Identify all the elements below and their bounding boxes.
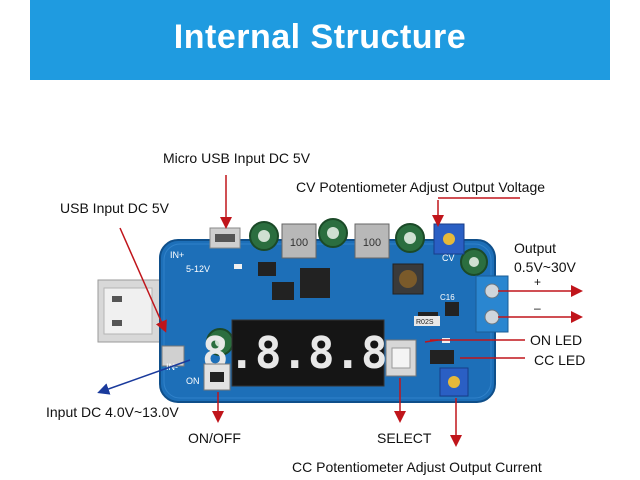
display-digits: 8.8.8.8. [202, 328, 414, 379]
input-arrow [97, 359, 191, 395]
label-input-dc: Input DC 4.0V~13.0V [46, 404, 179, 420]
label-cc-led: CC LED [534, 352, 586, 368]
silkscreen-on: ON [186, 376, 200, 386]
label-select: SELECT [377, 430, 432, 446]
silkscreen-range: 5-12V [186, 264, 210, 274]
coil-label: 100 [363, 237, 381, 249]
label-output: Output [514, 240, 557, 256]
label-cc-pot: CC Potentiometer Adjust Output Current [292, 459, 542, 475]
label-micro-usb: Micro USB Input DC 5V [163, 150, 311, 166]
label-usb-input: USB Input DC 5V [60, 200, 169, 216]
page-title: Internal Structure [173, 18, 467, 56]
label-output-range: 0.5V~30V [514, 259, 576, 275]
silkscreen-c16: C16 [440, 293, 455, 302]
on-led-indicator [234, 264, 242, 269]
cv-silkscreen: CV [442, 253, 455, 263]
resistor-icon [414, 316, 440, 326]
cv-potentiometer [433, 223, 465, 255]
silkscreen-r02s: R02S [416, 319, 434, 326]
label-plus: + [534, 275, 542, 289]
on-off-switch [203, 363, 231, 391]
label-cv-pot: CV Potentiometer Adjust Output Voltage [296, 179, 546, 195]
callout-arrows [119, 175, 583, 447]
silkscreen-in-plus: IN+ [170, 250, 184, 260]
select-button [385, 339, 417, 377]
capacitor-icon [206, 218, 488, 356]
label-on-off: ON/OFF [188, 430, 241, 446]
header-banner: Internal Structure [30, 0, 610, 80]
output-terminal [475, 275, 509, 333]
coil-label: 100 [290, 237, 308, 249]
micro-usb-port [209, 227, 241, 249]
cc-potentiometer [439, 367, 469, 397]
usb-plug [97, 279, 161, 343]
label-on-led: ON LED [530, 332, 583, 348]
led-display: 8.8.8.8. [202, 319, 414, 387]
label-minus: – [534, 301, 541, 315]
inductor-icon: 100 100 [281, 223, 424, 295]
